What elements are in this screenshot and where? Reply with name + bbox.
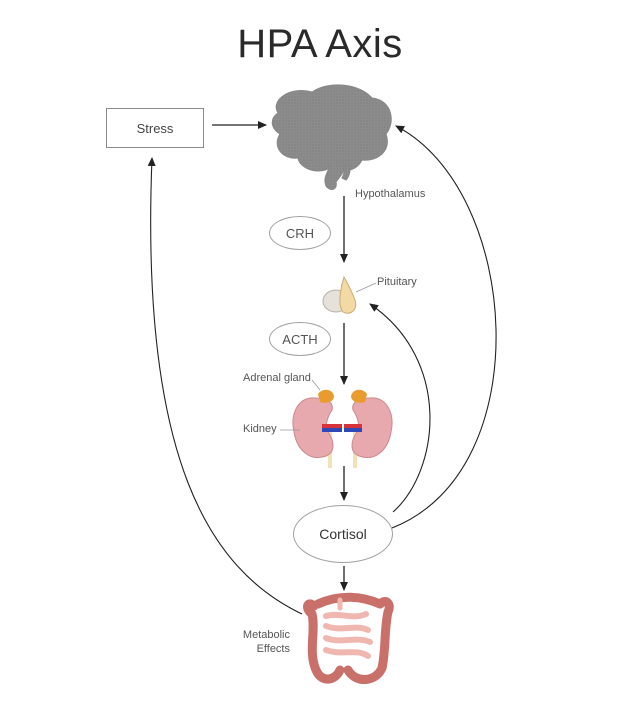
metabolic-to-stress-feedback-arrow <box>147 157 303 615</box>
kidneys-icon <box>280 379 393 468</box>
intestine-icon <box>303 592 394 684</box>
kidney-label: Kidney <box>243 423 277 435</box>
crh-label: CRH <box>285 225 315 241</box>
pituitary-label: Pituitary <box>377 276 417 288</box>
acth-label: ACTH <box>282 331 318 347</box>
crh-node: CRH <box>269 216 331 250</box>
cortisol-label: Cortisol <box>319 526 367 542</box>
brain-icon <box>271 84 392 190</box>
stress-node: Stress <box>106 108 204 148</box>
adrenal-gland-label: Adrenal gland <box>243 372 311 384</box>
cortisol-node: Cortisol <box>293 505 393 563</box>
acth-node: ACTH <box>269 322 331 356</box>
diagram-title: HPA Axis <box>237 22 403 66</box>
pituitary-icon <box>322 275 377 314</box>
hypothalamus-label: Hypothalamus <box>355 188 426 200</box>
stress-label: Stress <box>136 120 174 136</box>
cortisol-to-brain-feedback-arrow <box>391 125 497 529</box>
metabolic-effects-label: Metabolic Effects <box>242 629 290 655</box>
cortisol-to-pituitary-feedback-arrow <box>369 303 431 513</box>
